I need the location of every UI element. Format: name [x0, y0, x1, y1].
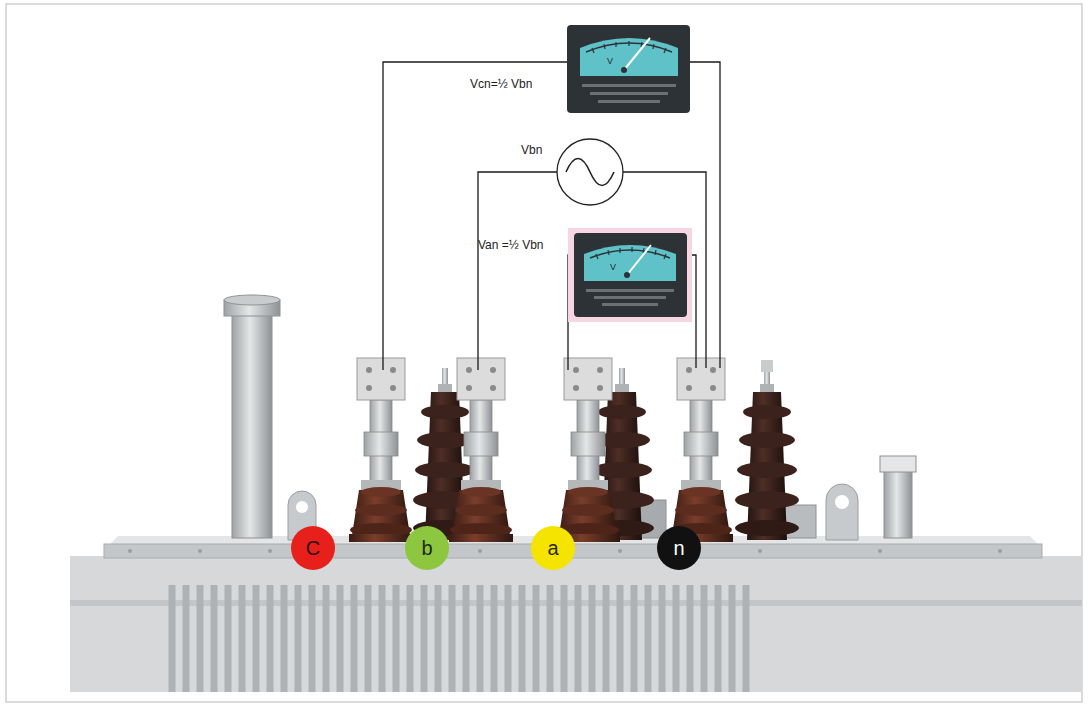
voltmeter	[567, 25, 690, 113]
voltage-label: Van =½ Vbn	[478, 238, 544, 252]
ac-source-symbol	[557, 139, 623, 205]
terminal-marker: a	[531, 526, 575, 570]
source-label: Vbn	[521, 143, 542, 157]
meter-unit: V	[607, 56, 613, 67]
voltmeter	[568, 228, 692, 322]
terminal-marker: b	[405, 526, 449, 570]
terminal-marker: n	[657, 526, 701, 570]
terminal-letter: b	[421, 537, 432, 559]
terminal-letter: n	[673, 537, 684, 559]
meter-unit: V	[610, 262, 616, 273]
terminal-letter: C	[306, 537, 320, 559]
terminal-marker: C	[291, 526, 335, 570]
terminal-letter: a	[547, 537, 558, 559]
voltage-label: Vcn=½ Vbn	[470, 77, 532, 91]
